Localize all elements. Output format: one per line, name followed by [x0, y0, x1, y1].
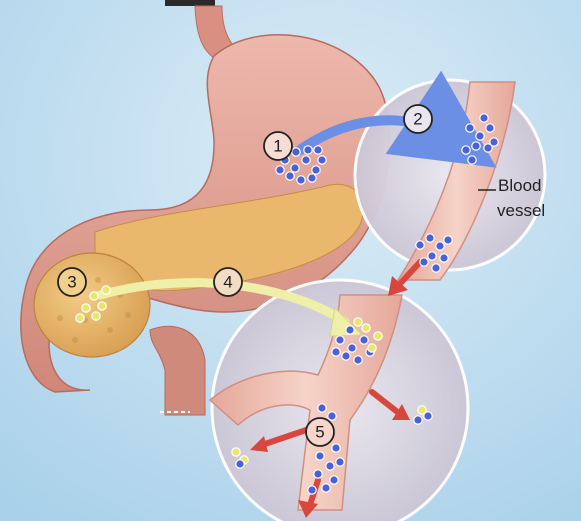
yellow-particle-pancreas [92, 312, 100, 320]
step-2-number: 2 [413, 110, 422, 129]
blue-particle-vessel-upper-low [420, 258, 428, 266]
step-5-number: 5 [315, 423, 324, 442]
blue-particle-vessel-stream [318, 404, 326, 412]
blue-particle-vessel-upper [480, 114, 488, 122]
yellow-particle-pancreas [82, 304, 90, 312]
particle-escaped-left-blue [236, 460, 244, 468]
blue-particle-vessel-stream [332, 444, 340, 452]
blue-particle-vessel-stream [336, 458, 344, 466]
blue-particle-vessel-stream [314, 470, 322, 478]
yellow-particle-pancreas [98, 302, 106, 310]
blue-particle-vessel-upper [476, 132, 484, 140]
blue-particle-vessel-stream [308, 486, 316, 494]
blue-particle-vessel-lower [342, 352, 350, 360]
blue-particle-vessel-upper [462, 146, 470, 154]
step-5-badge: 5 [306, 418, 334, 446]
particle-escaped-right [414, 416, 422, 424]
blue-particle-stomach [292, 148, 300, 156]
blue-particle-stomach [291, 164, 299, 172]
blue-particle-vessel-upper-low [432, 264, 440, 272]
blue-particle-vessel-stream [330, 476, 338, 484]
blue-particle-vessel-lower [354, 356, 362, 364]
blue-particle-vessel-lower [332, 348, 340, 356]
blue-particle-vessel-stream [328, 412, 336, 420]
yellow-particle-pancreas [76, 314, 84, 322]
top-strip-mark [165, 0, 215, 6]
blue-particle-vessel-lower [336, 336, 344, 344]
yellow-particle-vessel-lower [368, 344, 376, 352]
blue-particle-vessel-upper [466, 124, 474, 132]
blue-particle-stomach [297, 176, 305, 184]
blue-particle-stomach [302, 156, 310, 164]
blue-particle-stomach [308, 174, 316, 182]
step-3-number: 3 [67, 273, 76, 292]
blue-particle-vessel-upper [486, 124, 494, 132]
blue-particle-vessel-stream [326, 462, 334, 470]
blue-particle-vessel-lower [346, 326, 354, 334]
blue-particle-vessel-upper [490, 138, 498, 146]
blue-particle-vessel-stream [316, 452, 324, 460]
blue-particle-vessel-upper-low [416, 241, 424, 249]
yellow-particle-vessel-lower [362, 324, 370, 332]
blue-particle-vessel-upper-low [426, 234, 434, 242]
yellow-particle-vessel-lower [354, 318, 362, 326]
blue-particle-vessel-upper-low [444, 236, 452, 244]
yellow-particle-pancreas [102, 286, 110, 294]
pancreas-head [34, 253, 150, 357]
step-1-number: 1 [273, 137, 282, 156]
blood-vessel-label-line1: Blood [498, 176, 541, 195]
blue-particle-vessel-lower [360, 336, 368, 344]
step-2-badge: 2 [404, 105, 432, 133]
blue-particle-vessel-stream [322, 484, 330, 492]
particle-escaped-right-yellow [418, 406, 426, 414]
blue-particle-stomach [286, 172, 294, 180]
step-4-number: 4 [223, 273, 232, 292]
blue-particle-stomach [318, 156, 326, 164]
step-3-badge: 3 [58, 268, 86, 296]
yellow-particle-pancreas [90, 292, 98, 300]
blue-particle-vessel-upper [468, 156, 476, 164]
blue-particle-vessel-upper-low [436, 242, 444, 250]
blue-particle-vessel-upper-low [428, 252, 436, 260]
blue-particle-stomach [304, 146, 312, 154]
blue-particle-stomach [276, 166, 284, 174]
blue-particle-stomach [314, 146, 322, 154]
blue-particle-vessel-lower [348, 344, 356, 352]
step-1-badge: 1 [264, 132, 292, 160]
blue-particle-stomach [312, 166, 320, 174]
yellow-particle-vessel-lower [374, 332, 382, 340]
blood-vessel-label-line2: vessel [497, 201, 545, 220]
blue-particle-vessel-upper-low [440, 254, 448, 262]
particle-escaped-left [232, 448, 240, 456]
step-4-badge: 4 [214, 268, 242, 296]
blue-particle-vessel-upper [472, 142, 480, 150]
